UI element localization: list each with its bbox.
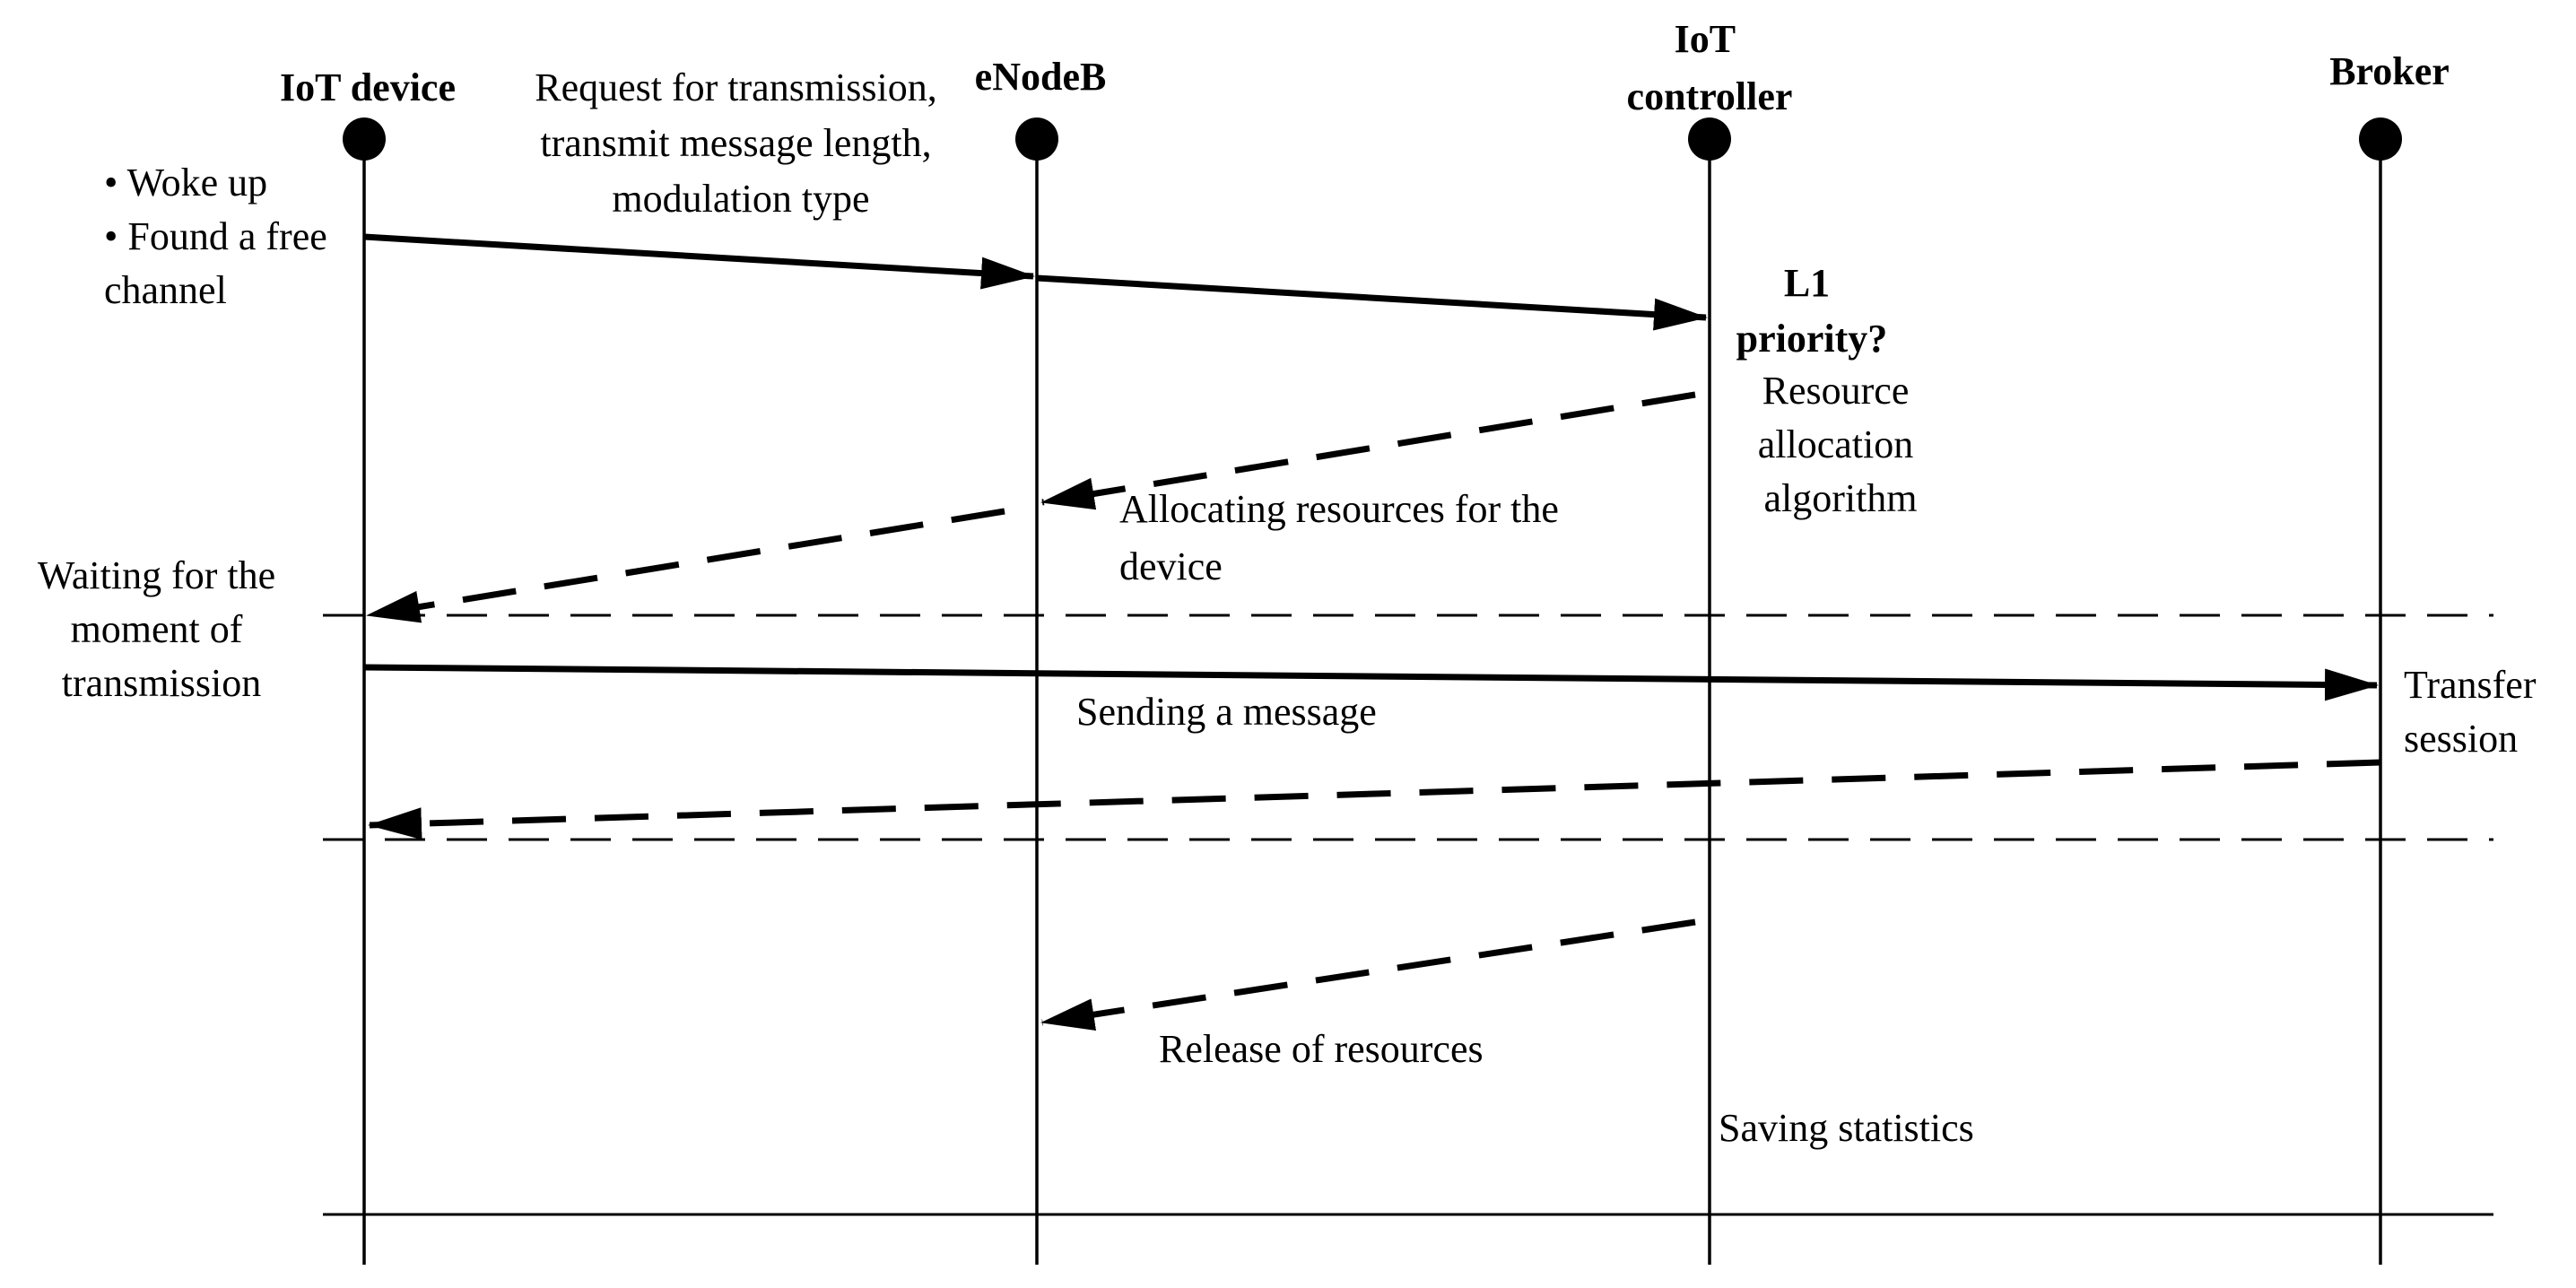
transfer-session-label: Transfer session	[2404, 663, 2546, 761]
participant-label-enodeb: eNodeB	[975, 55, 1107, 99]
iot-device-node	[343, 117, 386, 161]
participant-label-iot-controller: IoT controller	[1627, 17, 1793, 118]
broker-node	[2359, 117, 2402, 161]
message-transfer-reply	[368, 759, 2381, 840]
request-message-label: Request for transmission, transmit messa…	[535, 65, 947, 221]
enodeb-node	[1015, 117, 1058, 161]
resource-allocation-label: Resource allocation algorithm	[1758, 369, 1924, 520]
message-release-resources	[1040, 918, 1696, 1031]
iot-controller-node	[1688, 117, 1731, 161]
participant-label-iot-device: IoT device	[280, 65, 456, 109]
participant-label-broker: Broker	[2329, 49, 2450, 93]
release-resources-label: Release of resources	[1159, 1027, 1484, 1071]
message-allocate-to-enodeb	[1040, 391, 1696, 510]
l1-priority-label: L1 priority?	[1736, 261, 1888, 361]
message-send-to-broker	[363, 664, 2379, 701]
allocating-resources-label: Allocating resources for the device	[1119, 487, 1569, 588]
saving-statistics-label: Saving statistics	[1719, 1106, 1974, 1150]
message-request-to-controller	[1036, 274, 1708, 331]
message-request-to-enodeb	[363, 233, 1035, 290]
message-allocate-to-device	[366, 508, 1005, 623]
device-state-note: • Woke up • Found a free channel	[104, 161, 337, 312]
waiting-for-transmission-label: Waiting for the moment of transmission	[38, 553, 285, 705]
sending-message-label: Sending a message	[1076, 690, 1377, 734]
